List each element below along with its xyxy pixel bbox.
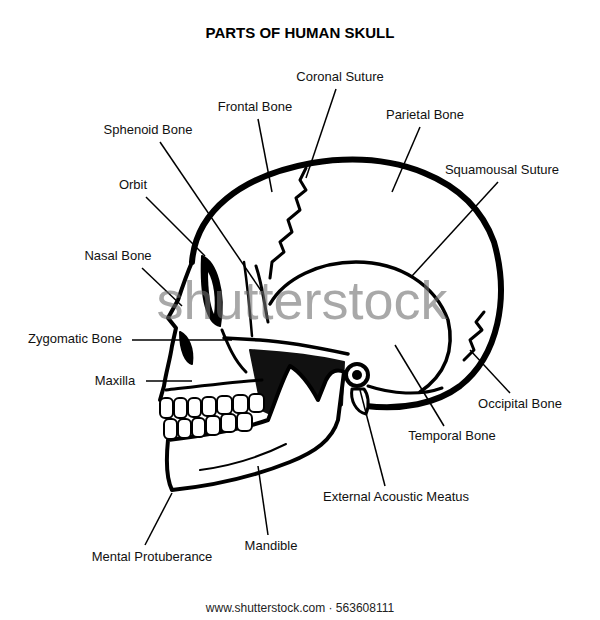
part-label: Maxilla (93, 374, 137, 389)
ear-canal (346, 364, 368, 386)
part-label: Occipital Bone (476, 397, 564, 412)
leader-line (258, 119, 272, 192)
ear-canal-hole (352, 370, 362, 380)
nasal-opening (180, 332, 192, 364)
tooth (233, 395, 248, 413)
leader-line (160, 142, 262, 292)
coronal-suture-line (270, 168, 306, 278)
leader-line (392, 127, 420, 192)
teeth (160, 394, 264, 439)
zygomatic-arch (224, 338, 348, 354)
part-label: Zygomatic Bone (26, 332, 124, 347)
part-label: External Acoustic Meatus (321, 490, 471, 505)
leader-line (132, 339, 232, 341)
tooth (206, 416, 220, 435)
leader-line (258, 466, 268, 535)
leader-line (470, 350, 510, 393)
part-label: Temporal Bone (406, 429, 497, 444)
mandible-detail (200, 444, 286, 470)
part-label: Frontal Bone (216, 100, 294, 115)
part-label: Coronal Suture (294, 70, 385, 85)
leader-line (360, 390, 385, 486)
tooth (188, 398, 201, 417)
watermark: shutterstock (156, 269, 447, 331)
part-label: Sphenoid Bone (102, 123, 195, 138)
tooth (160, 398, 173, 418)
zygomatic-body (222, 330, 246, 372)
part-label: Squamousal Suture (443, 163, 561, 178)
tooth (221, 414, 236, 432)
leader-line (412, 182, 498, 276)
lambdoid-suture-line (464, 312, 484, 360)
tooth (164, 419, 177, 439)
leader-line (306, 89, 336, 178)
diagram-title: PARTS OF HUMAN SKULL (206, 24, 395, 41)
tooth (249, 394, 264, 412)
tooth (174, 398, 187, 418)
tooth (202, 397, 216, 416)
stock-id: www.shutterstock.com · 563608111 (206, 602, 394, 616)
part-label: Orbit (117, 178, 149, 193)
leader-line (395, 345, 444, 426)
tooth (192, 418, 205, 437)
mandible-shape (167, 366, 344, 490)
leader-line (146, 197, 205, 256)
temporal-base-line (368, 386, 442, 393)
part-label: Parietal Bone (384, 108, 466, 123)
tooth (217, 396, 232, 414)
part-label: Mental Protuberance (90, 550, 215, 565)
leader-line (145, 493, 172, 545)
tooth (178, 419, 191, 438)
tooth (237, 413, 252, 431)
leader-line (146, 380, 192, 382)
leader-lines (132, 89, 510, 545)
part-label: Mandible (243, 539, 300, 554)
part-label: Nasal Bone (82, 249, 153, 264)
